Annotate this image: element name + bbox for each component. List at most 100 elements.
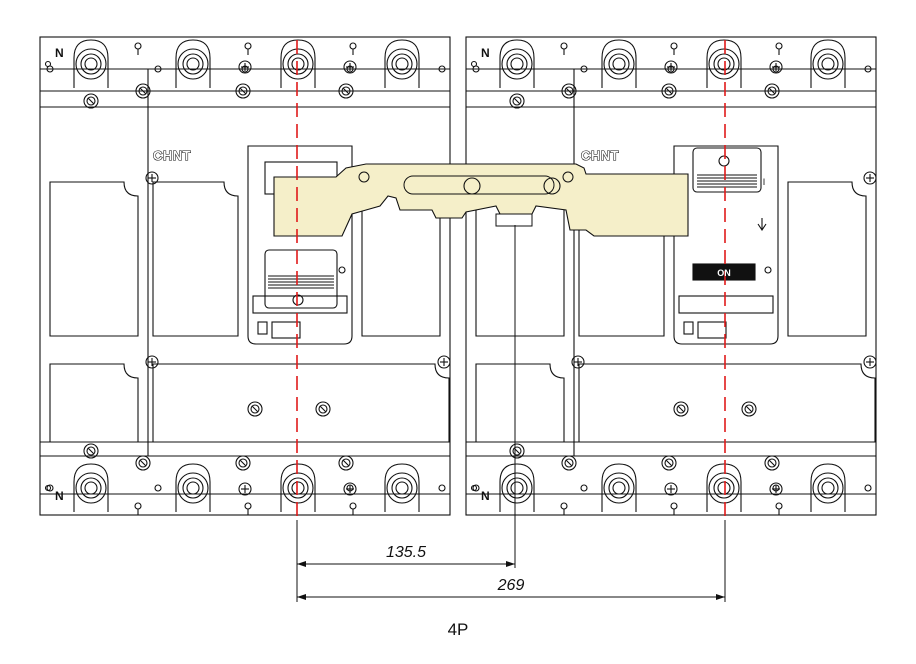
- interlock-hole: [358, 171, 370, 183]
- terminal-screw-outer: [608, 53, 630, 75]
- terminal-ring: [177, 472, 209, 504]
- screw-head-icon: [509, 443, 525, 459]
- breaker-body: [465, 36, 877, 516]
- screw-head-icon: [769, 60, 783, 74]
- vent-hole: [438, 484, 446, 492]
- terminal-screw-outer: [287, 477, 309, 499]
- screw-slot: [87, 447, 95, 455]
- terminal-ring: [603, 472, 635, 504]
- terminal-housing: [810, 463, 846, 512]
- dimension-long-label: 269: [497, 577, 525, 594]
- terminal-screw-icon: [717, 57, 731, 71]
- terminal-screw-icon: [395, 481, 409, 495]
- terminal-ring: [812, 472, 844, 504]
- neutral-label-top: N: [55, 46, 64, 60]
- keyhole-icon: [670, 502, 678, 510]
- terminal-housing: [601, 463, 637, 512]
- screw-inner: [86, 446, 96, 456]
- terminal-screw-icon: [291, 481, 305, 495]
- keyhole-icon: [560, 42, 568, 50]
- screw-head-icon: [661, 455, 677, 471]
- caption-4p: 4P: [447, 620, 469, 639]
- screw-head-icon: [863, 171, 877, 185]
- screw-slot: [342, 87, 350, 95]
- vent-hole: [864, 484, 872, 492]
- terminal-screw-icon: [395, 57, 409, 71]
- breaker-body: [39, 36, 451, 516]
- terminal-screw-outer: [713, 477, 735, 499]
- screw-inner: [564, 86, 574, 96]
- lock-box: [683, 321, 694, 335]
- handle-housing: [673, 145, 779, 345]
- terminal-screw-icon: [717, 481, 731, 495]
- lock-slot: [271, 321, 301, 339]
- terminal-housing: [73, 463, 109, 512]
- screw-head-icon: [509, 93, 525, 109]
- vent-hole: [154, 484, 162, 492]
- screw-slot: [251, 405, 259, 413]
- terminal-ring: [501, 48, 533, 80]
- terminal-screw-outer: [391, 477, 413, 499]
- keyhole-icon: [349, 502, 357, 510]
- keyhole-icon: [349, 42, 357, 50]
- keyhole-icon: [560, 502, 568, 510]
- breaker-right: [465, 36, 877, 516]
- breaker-outlines: [39, 36, 877, 516]
- screw-inner: [767, 458, 777, 468]
- screw-slot: [239, 459, 247, 467]
- terminal-housing: [175, 463, 211, 512]
- terminal-screw-outer: [506, 53, 528, 75]
- dimension-arrow: [297, 561, 306, 567]
- interlock-plate: [273, 163, 689, 237]
- breaker-left: [39, 36, 451, 516]
- label-panel: [475, 363, 565, 443]
- terminal-screw-icon: [612, 57, 626, 71]
- label-panel: [49, 181, 139, 337]
- interlock-hole: [562, 171, 574, 183]
- screw-head-icon: [235, 455, 251, 471]
- screw-head-icon: [664, 482, 678, 496]
- neutral-label-bottom: N: [55, 489, 64, 503]
- keyhole-icon: [775, 42, 783, 50]
- screw-slot: [513, 97, 521, 105]
- dimension-arrow: [716, 594, 725, 600]
- screw-slot: [139, 87, 147, 95]
- interlock-bracket: [495, 213, 533, 227]
- lock-box: [257, 321, 268, 335]
- interlock-slot: [403, 175, 555, 195]
- terminal-screw-outer: [182, 53, 204, 75]
- vent-hole: [46, 484, 54, 492]
- screw-head-icon: [315, 401, 331, 417]
- screw-slot: [768, 459, 776, 467]
- handle-lever-off: [264, 249, 338, 309]
- screw-inner: [512, 446, 522, 456]
- screw-slot: [239, 87, 247, 95]
- screw-head-icon: [561, 83, 577, 99]
- screw-inner: [138, 86, 148, 96]
- screw-head-icon: [338, 455, 354, 471]
- dimension-arrow: [297, 594, 306, 600]
- screw-inner: [86, 96, 96, 106]
- screw-head-icon: [247, 401, 263, 417]
- terminal-housing: [601, 39, 637, 88]
- screw-head-icon: [741, 401, 757, 417]
- label-panel: [49, 363, 139, 443]
- screw-head-icon: [764, 83, 780, 99]
- screw-slot: [342, 459, 350, 467]
- terminal-screw-outer: [506, 477, 528, 499]
- screw-head-icon: [145, 355, 159, 369]
- screw-inner: [676, 404, 686, 414]
- screw-head-icon: [561, 455, 577, 471]
- terminal-screw-icon: [84, 57, 98, 71]
- terminal-screw-icon: [510, 57, 524, 71]
- terminal-screw-outer: [80, 477, 102, 499]
- front-cover-panel: [578, 363, 876, 443]
- terminal-screw-outer: [80, 53, 102, 75]
- screw-slot: [319, 405, 327, 413]
- keyhole-icon: [775, 502, 783, 510]
- terminal-screw-icon: [84, 481, 98, 495]
- screw-head-icon: [769, 482, 783, 496]
- terminal-housing: [810, 39, 846, 88]
